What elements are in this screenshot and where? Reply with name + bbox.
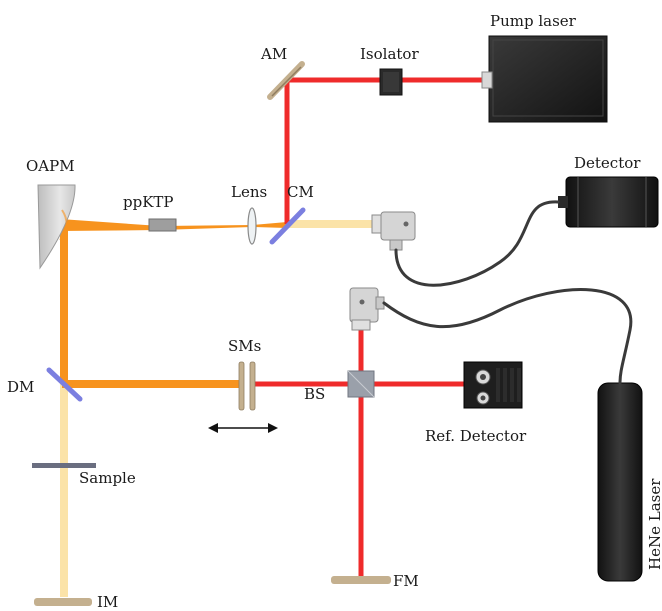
fm-mirror (331, 576, 391, 584)
fiber-coupler-detector (371, 211, 416, 251)
label-fm: FM (393, 572, 419, 590)
fiber-coupler-hene (349, 287, 385, 331)
sample (32, 463, 96, 468)
label-dm: DM (7, 378, 34, 396)
label-sms: SMs (228, 337, 261, 355)
label-oapm: OAPM (26, 157, 75, 175)
label-lens: Lens (231, 183, 267, 201)
cm-mirror (269, 207, 306, 245)
translation-arrow-icon (208, 423, 278, 433)
sms-mirrors (238, 361, 256, 411)
label-hene-laser: HeNe Laser (646, 478, 662, 570)
detector (558, 176, 659, 228)
label-detector: Detector (574, 154, 641, 172)
ppktp-crystal (148, 218, 177, 232)
oapm-mirror (37, 184, 76, 270)
hene-laser (597, 382, 643, 582)
fiber-cable-hene (382, 288, 633, 385)
am-mirror (267, 61, 305, 100)
beam-splitter (347, 370, 375, 398)
lens (247, 207, 257, 245)
beam-oapm-to-cm (60, 219, 287, 231)
label-bs: BS (304, 385, 325, 403)
label-ppktp: ppKTP (123, 193, 174, 211)
im-mirror (34, 598, 92, 606)
label-sample: Sample (79, 469, 136, 487)
isolator (379, 68, 403, 96)
pump-laser (481, 35, 608, 123)
label-isolator: Isolator (360, 45, 419, 63)
label-am: AM (260, 45, 287, 63)
fiber-cable-detector (394, 200, 560, 287)
label-pump-laser: Pump laser (490, 12, 577, 30)
label-ref-detector: Ref. Detector (425, 427, 527, 445)
ref-detector (463, 361, 523, 409)
dm-mirror (46, 367, 83, 402)
label-cm: CM (287, 183, 314, 201)
label-im: IM (97, 593, 118, 611)
